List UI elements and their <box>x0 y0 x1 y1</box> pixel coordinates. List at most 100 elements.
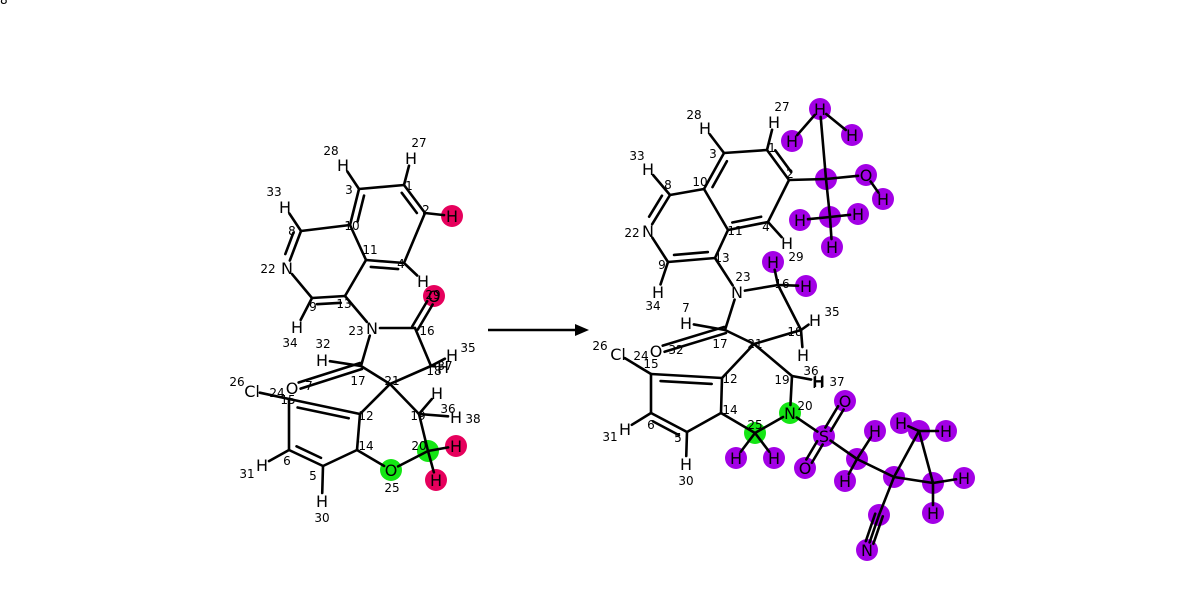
product-atom-h: H <box>642 160 654 179</box>
product-bond <box>647 193 672 226</box>
product-bond <box>892 429 921 479</box>
product-bond <box>869 180 880 194</box>
reactant-bond <box>258 391 291 401</box>
reactant-atom-index: 35 <box>460 341 475 355</box>
reactant-atom-h: H <box>256 456 268 475</box>
product-bond <box>684 430 689 458</box>
product-atom-n: N <box>861 541 873 560</box>
product-atom-index: 30 <box>678 474 693 488</box>
reactant-bond <box>402 211 427 265</box>
reactant-bond <box>284 229 303 262</box>
product-bond <box>723 328 756 346</box>
product-atom-highlight <box>847 203 869 225</box>
product-atom-index: 24 <box>633 349 648 363</box>
product-atom-index: 17 <box>712 337 727 351</box>
product-atom-h: H <box>940 422 952 441</box>
reactant-atom-n: N <box>366 319 378 338</box>
product-atom-h: H <box>652 283 664 302</box>
reactant-atom-index: 4 <box>397 257 405 271</box>
reactant-bond <box>299 223 352 233</box>
product-atom-index: 6 <box>647 418 655 432</box>
reactant-bond <box>417 412 430 453</box>
product-bond <box>790 374 813 381</box>
product-atom-highlight <box>855 164 877 186</box>
product-atom-index: 36 <box>803 364 818 378</box>
reactant-bond <box>287 397 362 420</box>
product-atom-index: 20 <box>797 399 812 413</box>
reaction-arrow <box>488 324 589 336</box>
product-bond <box>855 457 896 479</box>
reactant-atom-h: H <box>431 384 443 403</box>
reactant-bond <box>388 382 421 416</box>
product-atom-index: 5 <box>674 431 682 445</box>
reactant-atom-index: 21 <box>384 374 399 388</box>
product-atom-index: 3 <box>709 147 717 161</box>
product-bond <box>776 283 803 332</box>
product-atom-index: 26 <box>592 339 607 353</box>
product-bond <box>719 411 757 435</box>
reactant-bond <box>364 258 406 271</box>
reactant-atom-index: 22 <box>260 262 275 276</box>
product-atom-index: 11 <box>727 224 742 238</box>
product-atom-index: 34 <box>645 299 660 313</box>
product-bond <box>661 325 728 354</box>
reactant-bonds <box>258 164 450 495</box>
reactant-bond <box>310 294 347 306</box>
reactant-bond <box>426 449 436 474</box>
product-bond <box>931 477 958 485</box>
reactant-bond <box>355 448 386 468</box>
product-bond <box>806 215 832 221</box>
product-atom-h: H <box>839 472 851 491</box>
reactant-bond <box>328 359 363 368</box>
product-bond <box>668 187 706 197</box>
product-atom-index: 33 <box>629 149 644 163</box>
reactant-bond <box>388 364 433 386</box>
product-bond <box>855 436 872 461</box>
reactant-atom-highlight <box>380 459 402 481</box>
reactant-bond <box>287 445 325 468</box>
product-atom-h: H <box>812 373 824 392</box>
reactant-bond <box>348 223 368 262</box>
reactant-bond <box>320 464 325 495</box>
reactant-atom-highlight <box>425 469 447 491</box>
reactant-bond <box>396 449 430 468</box>
reactant-atom-index: 20 <box>411 439 426 453</box>
reactant-bond <box>358 382 392 416</box>
reactant-bond <box>290 272 314 300</box>
product-atom-h: H <box>794 211 806 230</box>
product-atom-h: H <box>680 455 692 474</box>
reactant-atom-o: O <box>385 461 398 480</box>
product-atom-index: 2 <box>786 167 794 181</box>
product-atom-index: 31 <box>602 430 617 444</box>
product-bond <box>789 374 794 407</box>
reactant-atom-highlight <box>441 205 463 227</box>
reactant-atom-index: 36 <box>440 402 455 416</box>
product-bond <box>824 404 845 433</box>
reactant-bond <box>288 212 303 233</box>
product-bond <box>753 431 771 453</box>
product-atom-index: 29 <box>788 250 803 264</box>
product-atom-index: 9 <box>658 258 666 272</box>
product-bond <box>713 228 730 260</box>
product-atom-h: H <box>869 422 881 441</box>
product-atom-h: H <box>958 469 970 488</box>
reactant-atom-index: 13 <box>336 297 351 311</box>
product-bond <box>623 356 653 376</box>
product-atom-o: O <box>799 459 812 478</box>
product-bond <box>743 283 780 292</box>
reactant-atom-n: N <box>281 259 293 278</box>
product-atom-h: H <box>768 449 780 468</box>
reactant-atom-h: H <box>417 272 429 291</box>
product-atom-cl: Cl <box>610 345 626 364</box>
product-atom-h: H <box>814 100 826 119</box>
reactant-atom-h: H <box>279 198 291 217</box>
reactant-atom-h: H <box>450 437 462 456</box>
product-atom-index: 12 <box>722 372 737 386</box>
product-bond <box>799 323 810 332</box>
reactant-atom-index: 10 <box>344 219 359 233</box>
reactant-bond <box>410 299 434 331</box>
product-bond <box>630 411 653 427</box>
